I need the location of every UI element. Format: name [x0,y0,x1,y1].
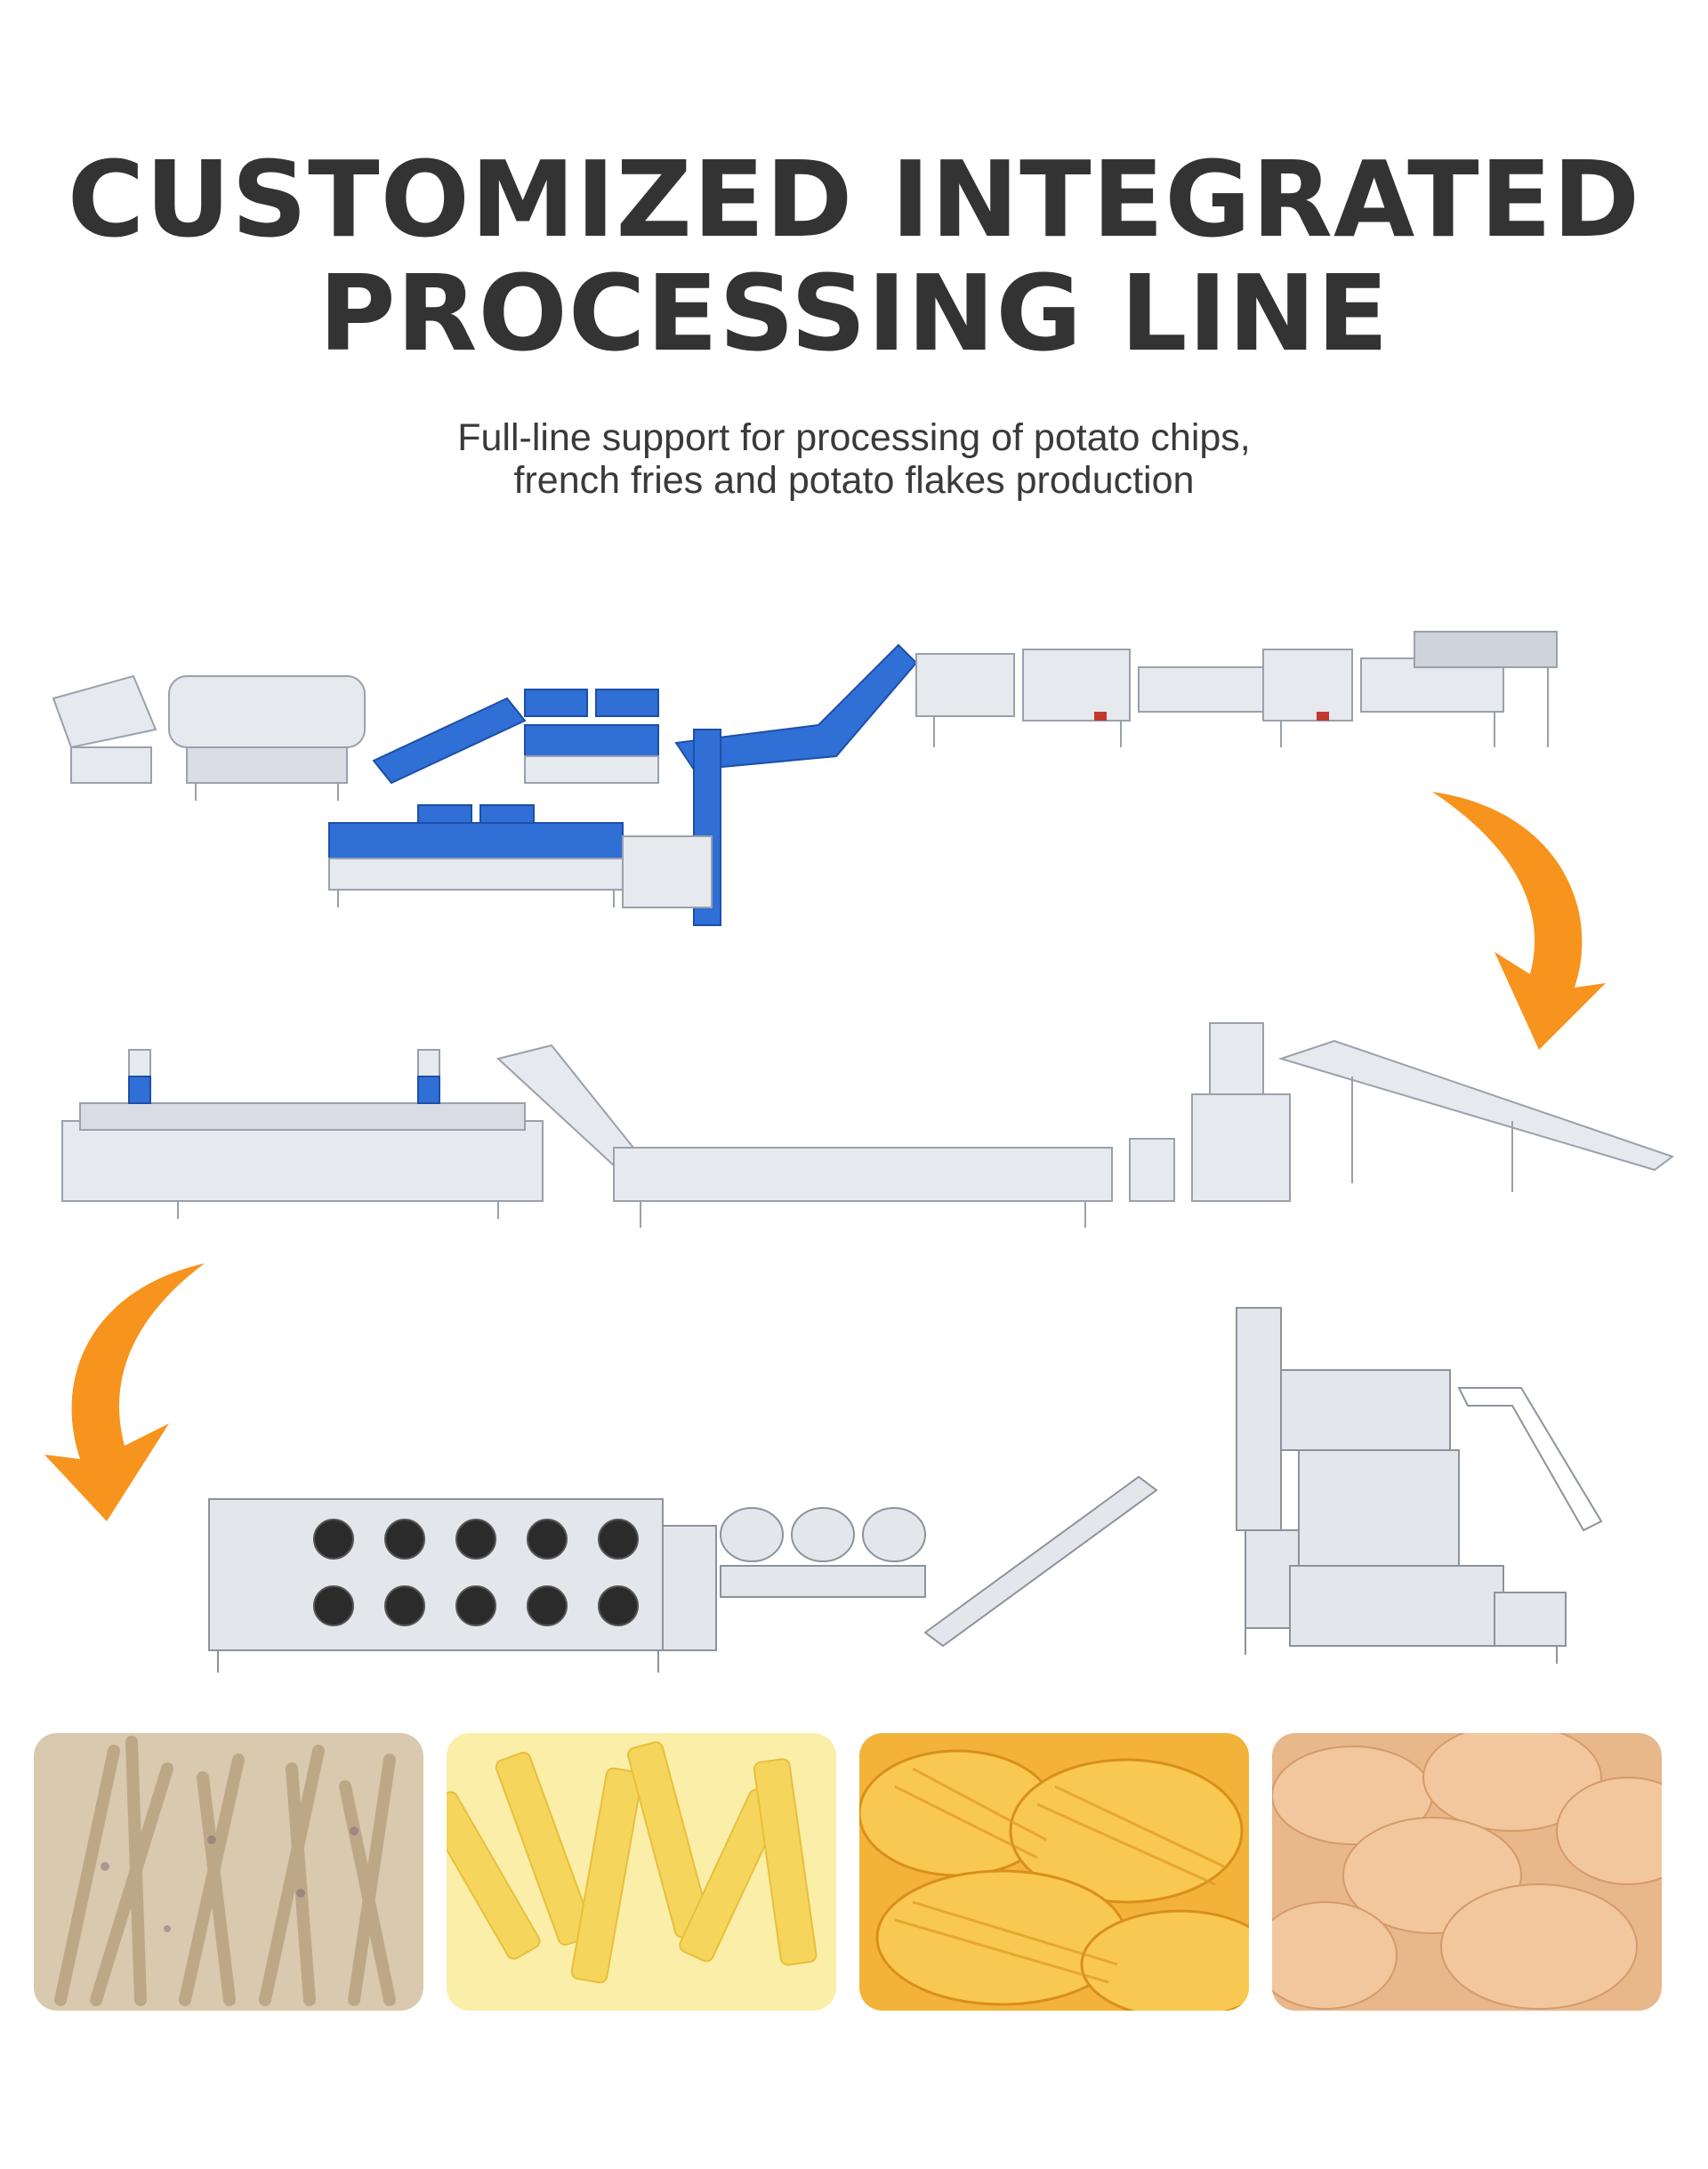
page-subtitle: Full-line support for processing of pota… [0,416,1708,502]
processing-line-stage-2 [61,1022,1675,1228]
product-photo-french-fries [447,1733,836,2011]
page-title: CUSTOMIZED INTEGRATED PROCESSING LINE [0,142,1708,370]
curved-arrow-down-icon [1432,792,1606,1050]
title-line-2: PROCESSING LINE [318,252,1390,375]
curved-arrow-down-icon [44,1263,205,1521]
product-photo-potato-strips [34,1733,423,2011]
title-line-1: CUSTOMIZED INTEGRATED [67,138,1641,261]
processing-line-stage-3 [208,1307,1603,1673]
subtitle-line-2: french fries and potato flakes productio… [513,459,1195,502]
processing-line-stage-1 [52,631,1558,926]
subtitle-line-1: Full-line support for processing of pota… [457,416,1251,459]
product-photo-potato-crisps [1272,1733,1662,2011]
product-photo-ridged-chips [859,1733,1249,2011]
